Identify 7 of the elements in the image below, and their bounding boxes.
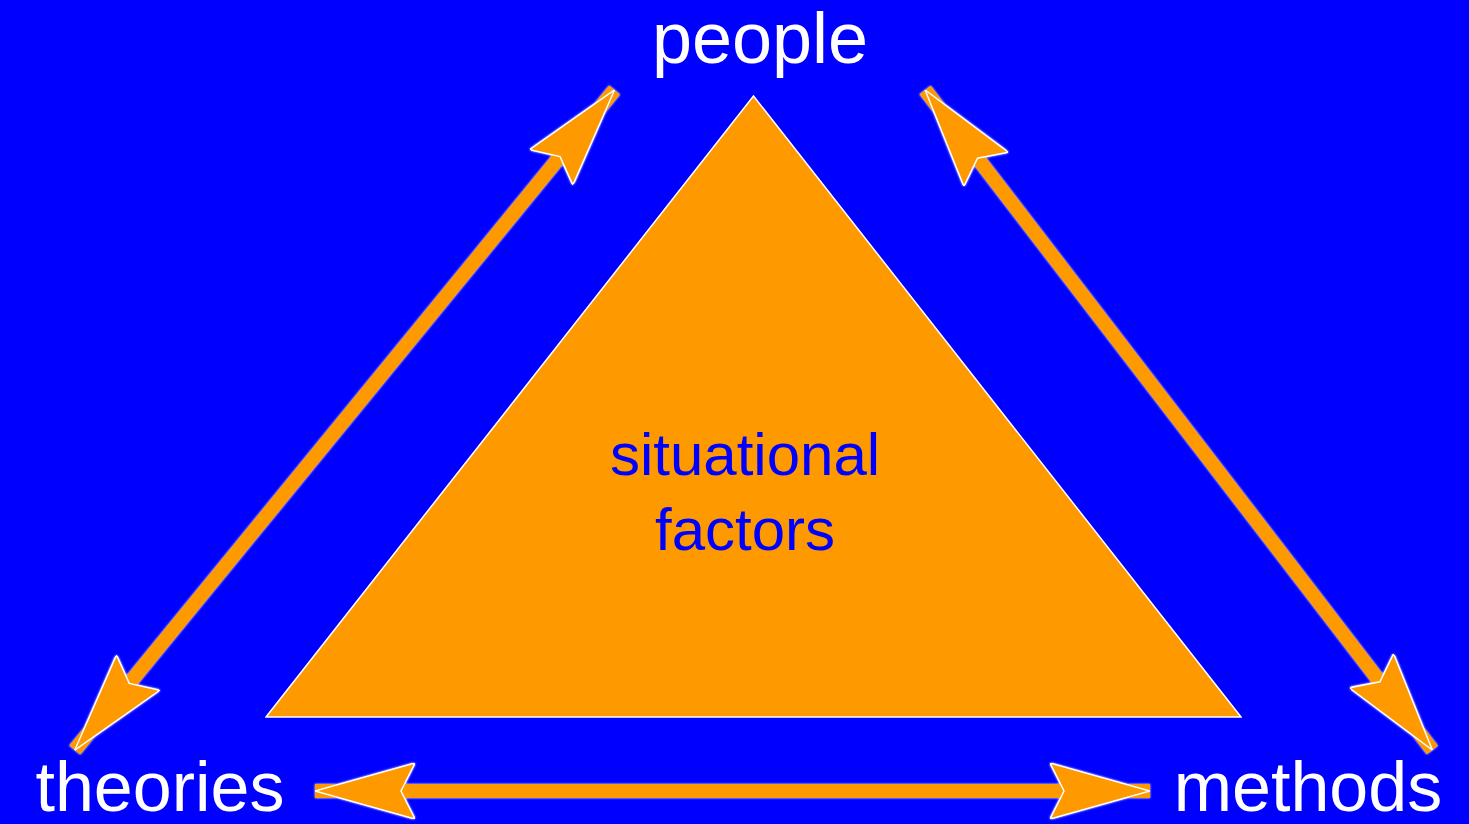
triangle-shape: [265, 95, 1242, 718]
node-label: theories: [34, 752, 286, 822]
node-label: methods: [1172, 752, 1444, 822]
double-arrow: [69, 85, 620, 755]
situational-factors-label: situational factors: [608, 420, 882, 565]
double-arrow: [919, 85, 1438, 755]
double-arrow: [314, 762, 1151, 820]
